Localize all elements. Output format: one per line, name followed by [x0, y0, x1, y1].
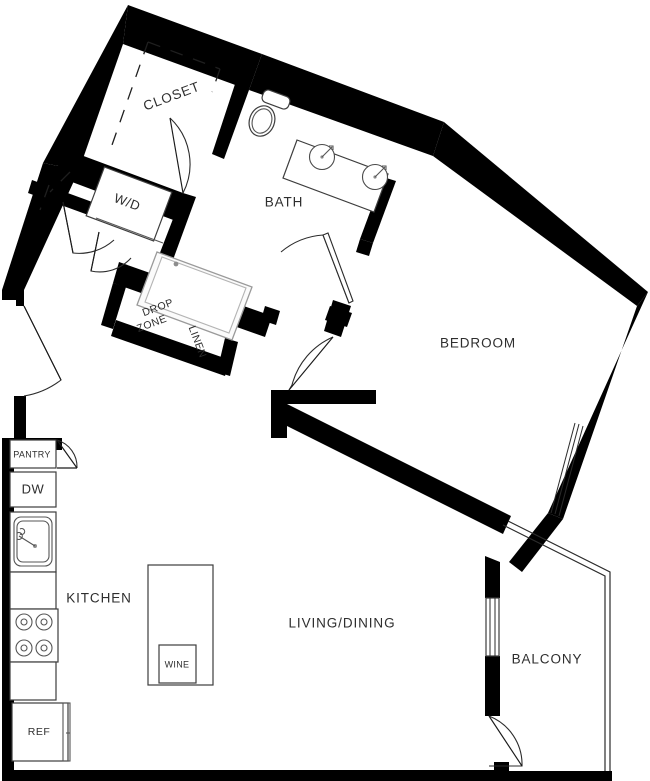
- bath-door-leaf: [322, 232, 354, 304]
- wall-hall-post: [324, 300, 351, 337]
- wall-bedroom-east-upper: [433, 122, 648, 306]
- wall-exterior-west-upper: [43, 5, 128, 170]
- toilet-bowl: [248, 105, 276, 137]
- toilet-seat: [251, 108, 273, 134]
- room-label-bedroom: BEDROOM: [440, 336, 516, 351]
- balcony-sliding-door: [485, 597, 500, 657]
- laundry-shelf: [49, 171, 71, 193]
- laundry-door-leaf-right: [90, 231, 100, 272]
- burner-4: [35, 639, 53, 657]
- fixture-labels: W/D PANTRY DW REF WINE: [13, 190, 189, 738]
- laundry-shelf-2: [39, 184, 50, 211]
- wall-bedroom-northwest: [287, 390, 376, 404]
- wall-hall-jamb-left: [261, 306, 280, 325]
- wall-bath-east-upper: [360, 177, 396, 243]
- counter-run-lower: [9, 661, 57, 701]
- openings-layer: [23, 117, 611, 771]
- wall-balcony-south: [500, 771, 612, 781]
- fixture-label-wine-fridge: WINE: [165, 659, 190, 669]
- bathtub-drain: [173, 261, 179, 267]
- wall-wd-east: [156, 193, 196, 268]
- closet-shelving: [39, 41, 221, 211]
- room-label-living-dining: LIVING/DINING: [289, 616, 396, 631]
- fixture-label-refrigerator: REF: [28, 726, 51, 738]
- wall-balcony-west-stub: [485, 700, 500, 716]
- refrigerator-unit: [11, 702, 69, 762]
- room-label-balcony: BALCONY: [512, 652, 583, 667]
- balcony-door-arc: [488, 715, 523, 767]
- wall-balcony-west-lower: [485, 656, 500, 700]
- burner-2: [35, 613, 53, 631]
- wall-exterior-west-lower: [14, 396, 26, 440]
- burner-1: [15, 613, 33, 631]
- counter-run: [9, 571, 57, 610]
- bath-fixtures: [136, 89, 389, 341]
- bedroom-door-leaf: [288, 336, 334, 391]
- closet-shelf-east: [211, 68, 221, 93]
- room-label-kitchen: KITCHEN: [66, 591, 132, 606]
- closet-door-leaf: [169, 117, 184, 194]
- wall-exterior-west-notch: [2, 290, 24, 306]
- faucet-1: [321, 145, 334, 158]
- wall-balcony-west-upper: [485, 556, 500, 598]
- entry-door-arc: [23, 305, 62, 397]
- pantry-door-arc: [56, 439, 78, 469]
- kitchen-sink-basin-inner: [16, 520, 50, 563]
- faucet-2: [374, 165, 387, 178]
- wall-bedroom-balcony-corner: [509, 513, 563, 572]
- closet-door-arc: [169, 117, 191, 194]
- room-label-bath: BATH: [265, 195, 304, 210]
- closet-shelf-west: [111, 41, 149, 146]
- fixture-label-pantry: PANTRY: [13, 449, 50, 459]
- room-label-closet: CLOSET: [141, 79, 202, 114]
- bedroom-window: [550, 422, 584, 517]
- balcony-railing: [502, 520, 611, 771]
- balcony-door-leaf: [488, 715, 523, 767]
- pantry-cabinet: [9, 439, 57, 469]
- wall-exterior-north-east: [249, 54, 444, 156]
- kitchen-fixtures: [9, 439, 214, 762]
- burner-1-inner: [20, 618, 28, 626]
- closet-shelf-north: [147, 41, 221, 70]
- laundry-door-leaf-left: [62, 201, 74, 254]
- washer-dryer-divider: [95, 217, 164, 244]
- fixture-label-dishwasher: DW: [22, 481, 45, 496]
- bathtub-basin: [144, 256, 247, 334]
- pantry-door-leaf: [56, 439, 78, 469]
- burner-3: [15, 639, 33, 657]
- wall-bedroom-southwest: [279, 404, 511, 534]
- wall-bath-east-jamb: [356, 239, 373, 256]
- entry-door-leaf: [23, 305, 62, 381]
- wall-wd-west: [28, 180, 95, 216]
- wine-fridge-unit: [158, 644, 197, 684]
- wall-dropzone-south: [111, 320, 230, 376]
- bedroom-door-arc: [288, 336, 334, 391]
- dishwasher-unit: [9, 471, 57, 508]
- kitchen-sink-basin: [13, 516, 53, 567]
- wall-closet-bath: [212, 75, 249, 159]
- wall-dropzone-west: [101, 283, 126, 329]
- wall-linen-east: [217, 338, 238, 376]
- laundry-door-arc-left: [62, 201, 115, 254]
- wall-exterior-north: [123, 5, 262, 90]
- kitchen-faucet: [16, 527, 36, 547]
- burner-4-inner: [40, 644, 48, 652]
- laundry-door-arc-right: [90, 231, 132, 273]
- refrigerator-door: [62, 702, 71, 762]
- wall-bedroom-nw-stub: [271, 390, 287, 438]
- toilet-tank: [261, 89, 291, 110]
- burner-3-inner: [20, 644, 28, 652]
- wall-exterior-south: [2, 770, 494, 781]
- burner-2-inner: [40, 618, 48, 626]
